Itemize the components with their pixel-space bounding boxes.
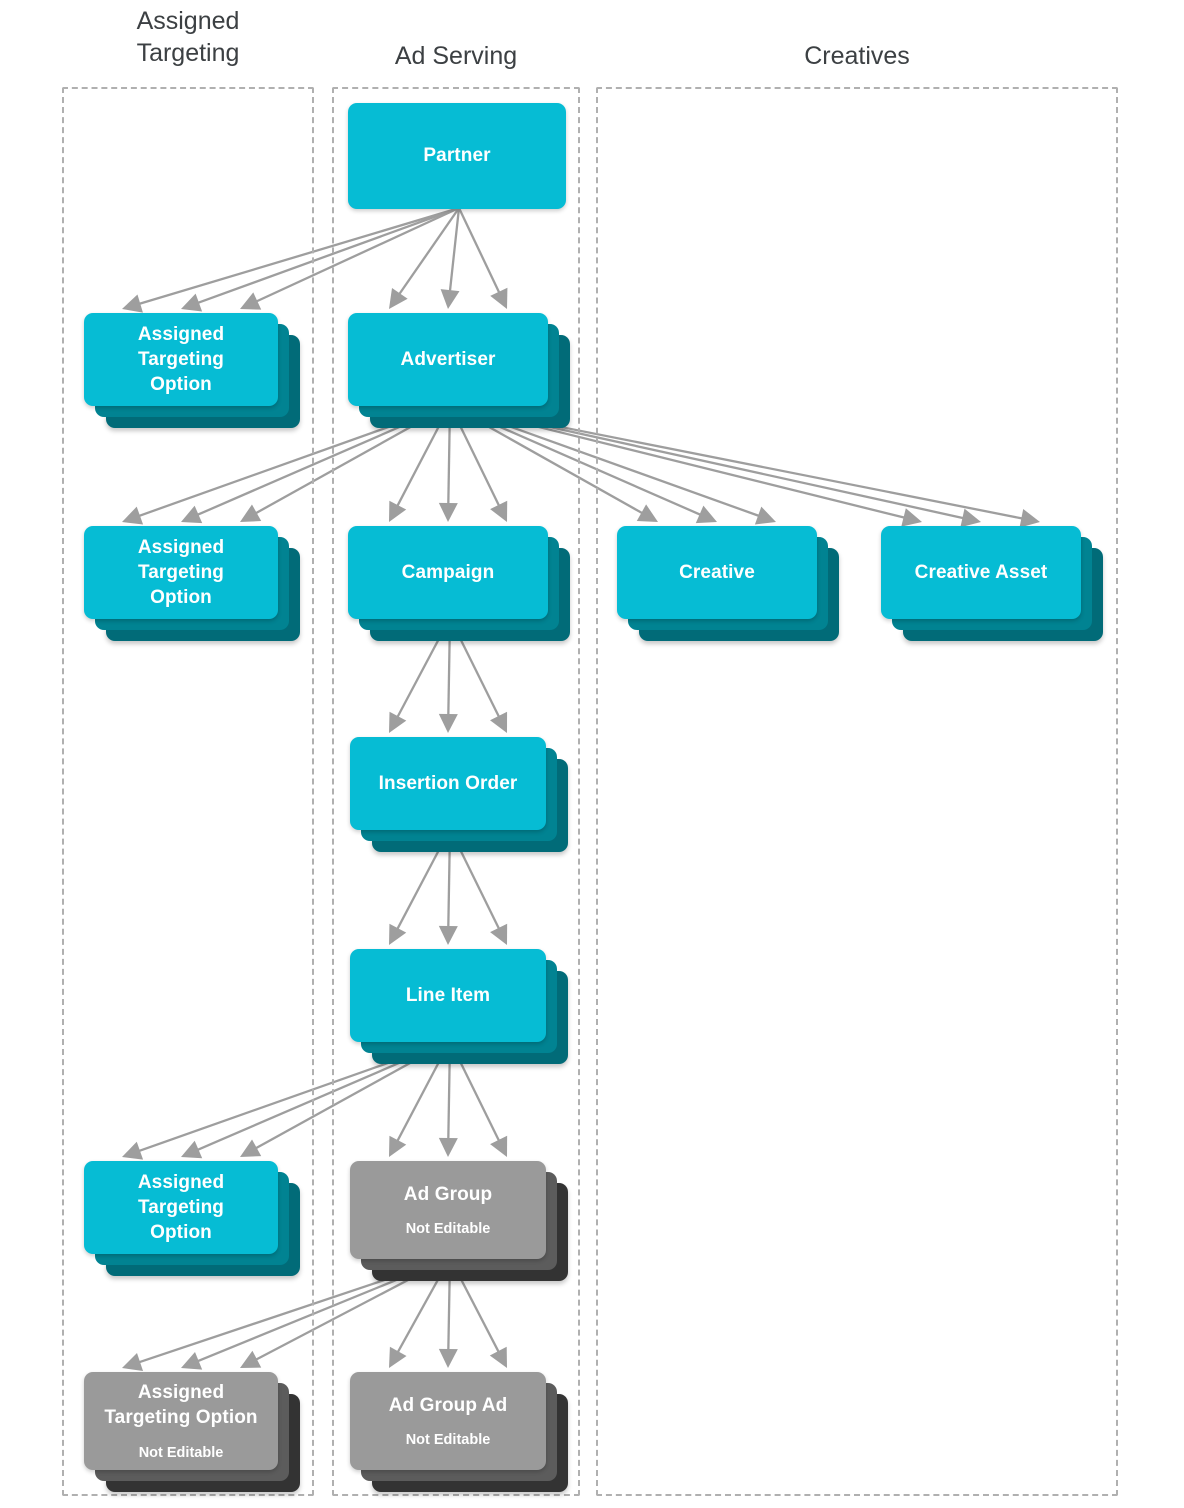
edge-partner-to-assigned-targeting-option-3 [240, 206, 460, 310]
line-item-label: Line Item [405, 984, 491, 1006]
assigned-targeting-option-partner-label: Assigned Targeting Option [137, 323, 225, 396]
advertiser-label: Advertiser [400, 348, 496, 370]
edge-partner-to-advertiser-2 [440, 207, 461, 309]
edge-partner-to-assigned-targeting-option-2 [181, 206, 460, 312]
creative-label: Creative [679, 561, 755, 583]
ad-group-ad-label: Ad Group Ad [388, 1394, 508, 1416]
column-title-ad-serving: Ad Serving [394, 42, 518, 70]
column-title-assigned-targeting: Assigned Targeting [136, 7, 240, 67]
assigned-targeting-option-partner-card[interactable]: Assigned Targeting Option [84, 313, 278, 406]
insertion-order-label: Insertion Order [378, 772, 518, 794]
insertion-order-card[interactable]: Insertion Order [350, 737, 546, 830]
creative-card[interactable]: Creative [617, 526, 817, 619]
partner-card[interactable]: Partner [348, 103, 566, 209]
assigned-targeting-option-ad-group-editability-note: Not Editable [138, 1444, 224, 1461]
edge-partner-to-advertiser-1 [389, 207, 460, 309]
partner-label: Partner [423, 145, 491, 167]
column-frame-assigned-targeting [62, 87, 314, 1496]
assigned-targeting-option-line-item-label: Assigned Targeting Option [137, 1171, 225, 1244]
column-frame-ad-serving [332, 87, 580, 1496]
column-title-creatives: Creatives [804, 42, 910, 70]
ad-group-ad-editability-note: Not Editable [405, 1431, 491, 1448]
edge-partner-to-assigned-targeting-option-1 [122, 206, 460, 313]
line-item-card[interactable]: Line Item [350, 949, 546, 1042]
ad-group-ad-card[interactable]: Ad Group Ad Not Editable [350, 1372, 546, 1470]
campaign-label: Campaign [401, 561, 495, 583]
assigned-targeting-option-advertiser-label: Assigned Targeting Option [137, 536, 225, 609]
ad-group-editability-note: Not Editable [405, 1220, 491, 1237]
campaign-card[interactable]: Campaign [348, 526, 548, 619]
assigned-targeting-option-line-item-card[interactable]: Assigned Targeting Option [84, 1161, 278, 1254]
creative-asset-label: Creative Asset [914, 561, 1048, 583]
advertiser-card[interactable]: Advertiser [348, 313, 548, 406]
assigned-targeting-option-ad-group-label: Assigned Targeting Option [104, 1382, 258, 1429]
column-frame-creatives [596, 87, 1118, 1496]
ad-group-label: Ad Group [403, 1183, 493, 1205]
creative-asset-card[interactable]: Creative Asset [881, 526, 1081, 619]
edge-partner-to-advertiser-3 [457, 207, 508, 309]
assigned-targeting-option-advertiser-card[interactable]: Assigned Targeting Option [84, 526, 278, 619]
